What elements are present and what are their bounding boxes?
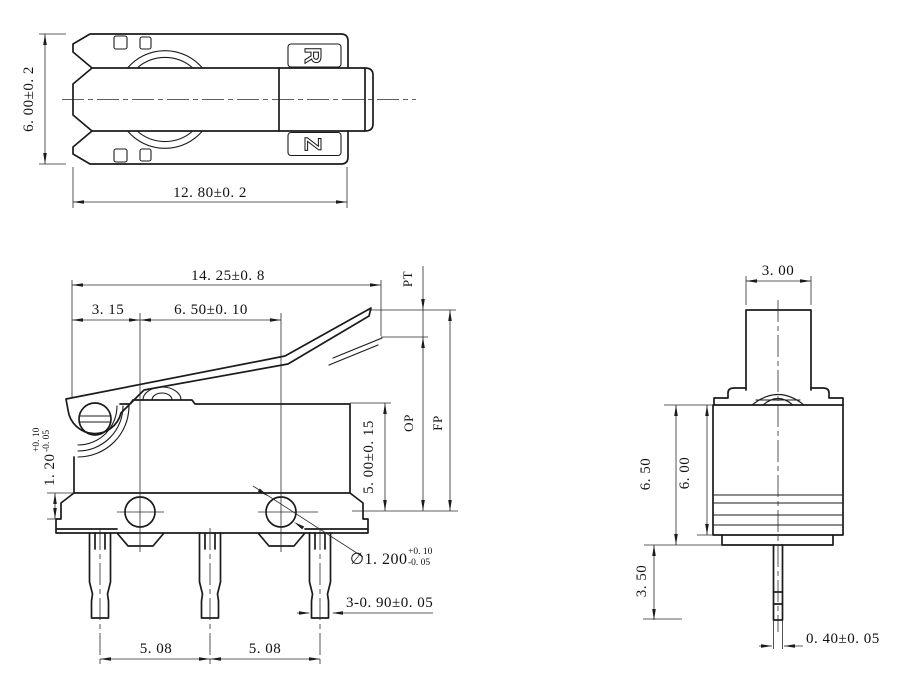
- svg-text:3. 50: 3. 50: [634, 565, 650, 598]
- top-body-outline: [72, 33, 349, 165]
- dim-front-body-height: 5. 00±0. 15: [350, 402, 458, 512]
- label-pt: PT: [400, 271, 415, 287]
- front-pin-centerlines: [99, 528, 321, 664]
- side-body-outline: [712, 404, 844, 536]
- front-spring-arcs: [77, 405, 130, 458]
- svg-text:6. 00±0. 2: 6. 00±0. 2: [21, 66, 37, 132]
- front-lever: [65, 307, 372, 435]
- top-clip-4: [139, 148, 152, 162]
- top-clip-2: [139, 36, 152, 50]
- dim-front-pin-width: 3-0. 90±0. 05: [297, 595, 433, 615]
- front-hinge-rivet: [78, 402, 112, 436]
- dim-top-height: 6. 00±0. 2: [21, 33, 66, 165]
- top-marking-plate-lower: [287, 131, 342, 157]
- label-fp: FP: [430, 415, 445, 430]
- svg-text:14. 25±0. 8: 14. 25±0. 8: [191, 268, 265, 284]
- dim-side-height-inner: 6. 00: [677, 405, 713, 536]
- top-clip-1: [113, 35, 128, 50]
- label-op: OP: [401, 414, 416, 432]
- side-cap-ears: [713, 387, 844, 406]
- dim-front-overall-length: 14. 25±0. 8: [71, 268, 382, 397]
- svg-text:+0. 10: +0. 10: [408, 547, 433, 557]
- front-plunger-dome: [142, 386, 182, 401]
- svg-text:+0. 10: +0. 10: [32, 427, 42, 452]
- front-base-flange: [55, 492, 369, 547]
- dim-front-hole-diameter: ∅1. 200 +0. 10 -0. 05: [252, 485, 433, 568]
- dim-front-travel-refs: PT OP FP: [368, 266, 456, 511]
- top-clip-3: [113, 148, 128, 163]
- top-marking-plate-upper: [287, 43, 342, 68]
- svg-text:3. 00: 3. 00: [762, 263, 795, 279]
- svg-text:3. 15: 3. 15: [92, 302, 125, 318]
- front-lever-pressed-position: [328, 337, 383, 366]
- dim-side-height-outer: 6. 50: [638, 404, 722, 546]
- front-view: 14. 25±0. 8 3. 15 6. 50±0. 10 5. 00±0. 1…: [32, 266, 458, 664]
- svg-text:5. 08: 5. 08: [140, 641, 173, 657]
- svg-text:1. 20: 1. 20: [42, 454, 58, 487]
- front-hinge-slot: [79, 415, 111, 423]
- dim-front-pivot-offsets: 3. 15 6. 50±0. 10: [72, 302, 281, 322]
- side-view: 3. 00 6. 50 6. 00 3. 50 0. 40±0. 05: [634, 263, 880, 649]
- side-base: [721, 534, 834, 546]
- svg-text:5. 00±0. 15: 5. 00±0. 15: [361, 420, 377, 494]
- dim-front-flange-thickness: 1. 20 +0. 10 -0. 05: [32, 427, 74, 520]
- marking-letter-bottom: Z: [300, 137, 326, 151]
- dim-front-pin-pitch: 5. 08 5. 08: [100, 641, 320, 661]
- dim-side-lever-width: 3. 00: [745, 263, 812, 305]
- dim-side-pin-thickness: 0. 40±0. 05: [759, 631, 880, 648]
- dim-side-pin-length: 3. 50: [634, 545, 682, 620]
- svg-text:6. 00: 6. 00: [677, 457, 693, 490]
- svg-text:-0. 05: -0. 05: [42, 430, 52, 452]
- marking-letter-top: R: [300, 47, 326, 64]
- svg-text:0. 40±0. 05: 0. 40±0. 05: [806, 631, 880, 647]
- svg-text:∅1. 200: ∅1. 200: [350, 551, 407, 568]
- svg-text:6. 50: 6. 50: [638, 458, 654, 491]
- front-body-outline: [73, 399, 351, 494]
- svg-text:12. 80±0. 2: 12. 80±0. 2: [173, 185, 247, 201]
- svg-text:5. 08: 5. 08: [249, 641, 282, 657]
- top-hinge-arcs: [127, 50, 203, 149]
- dim-top-width: 12. 80±0. 2: [72, 167, 348, 208]
- side-lever: [745, 309, 812, 391]
- svg-text:6. 50±0. 10: 6. 50±0. 10: [174, 302, 248, 318]
- top-view: R Z 6. 00±0. 2 12. 80±0. 2: [21, 33, 416, 208]
- svg-text:3-0. 90±0. 05: 3-0. 90±0. 05: [346, 595, 433, 611]
- front-hole-centerlines: [139, 313, 282, 552]
- svg-text:-0. 05: -0. 05: [408, 558, 430, 568]
- side-pin-ext: [773, 620, 783, 649]
